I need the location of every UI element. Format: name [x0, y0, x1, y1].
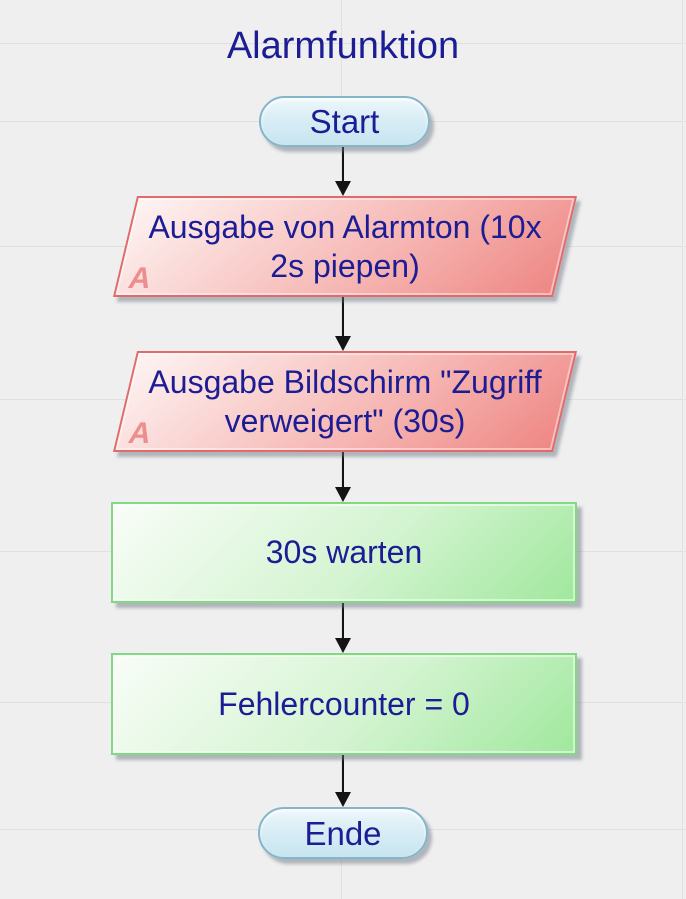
arrowhead-icon — [335, 792, 351, 807]
node-label: Ausgabe von Alarmton (10x 2s piepen) — [148, 208, 542, 284]
node-label: Ende — [304, 814, 382, 852]
node-label: Fehlercounter = 0 — [218, 685, 470, 722]
arrowhead-icon — [335, 181, 351, 196]
node-label: Ausgabe Bildschirm "Zugriff verweigert" … — [148, 363, 542, 439]
node-io-bildschirm[interactable]: A Ausgabe Bildschirm "Zugriff verweigert… — [112, 351, 578, 452]
arrowhead-icon — [335, 638, 351, 653]
page-title: Alarmfunktion — [226, 25, 460, 67]
gridline-vertical — [682, 0, 684, 899]
connector-arrow — [335, 603, 351, 653]
gridline-horizontal — [0, 43, 686, 45]
arrow-shaft — [342, 297, 344, 338]
node-process-fehlercounter[interactable]: Fehlercounter = 0 — [111, 653, 577, 755]
connector-arrow — [335, 147, 351, 196]
arrowhead-icon — [335, 487, 351, 502]
arrowhead-icon — [335, 336, 351, 351]
node-process-warten[interactable]: 30s warten — [111, 502, 577, 603]
node-start-terminator[interactable]: Start — [259, 96, 430, 147]
node-io-alarmton[interactable]: A Ausgabe von Alarmton (10x 2s piepen) — [112, 196, 578, 297]
connector-arrow — [335, 297, 351, 351]
arrow-shaft — [342, 603, 344, 640]
node-end-terminator[interactable]: Ende — [258, 807, 428, 859]
node-label: 30s warten — [265, 534, 423, 570]
node-label: Start — [309, 103, 380, 140]
connector-arrow — [335, 755, 351, 807]
arrow-shaft — [342, 755, 344, 794]
connector-arrow — [335, 452, 351, 502]
arrow-shaft — [342, 452, 344, 489]
arrow-shaft — [342, 147, 344, 183]
